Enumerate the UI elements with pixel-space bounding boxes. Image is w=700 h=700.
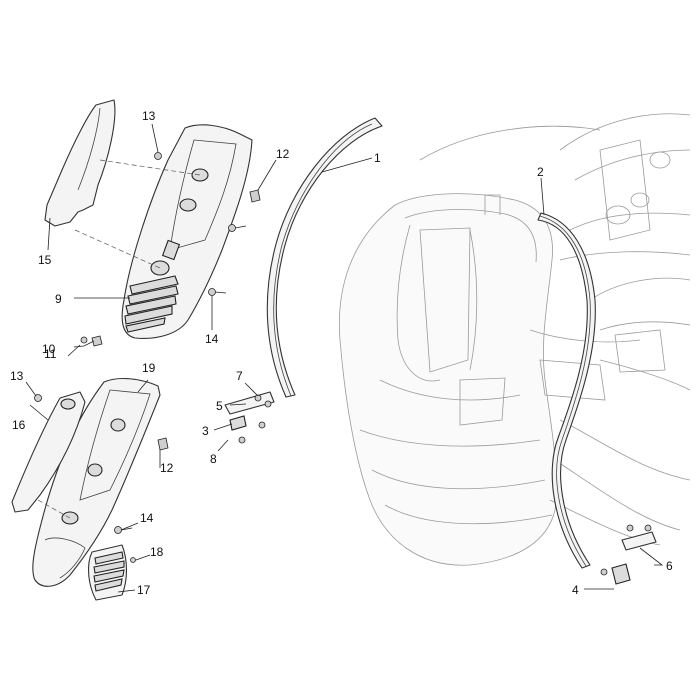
- part-17-lower-grille: [87, 544, 128, 601]
- callout-16: 16: [12, 418, 26, 432]
- callout-17: 17: [137, 583, 151, 597]
- part-2-right-edge-trim: [537, 212, 596, 569]
- part-15-upper-cover: [44, 99, 116, 227]
- hardware-screws: [34, 152, 657, 585]
- callout-5: 5: [216, 399, 223, 413]
- callout-15: 15: [38, 253, 52, 267]
- part-1-left-edge-trim: [266, 117, 383, 398]
- callout-19: 19: [142, 361, 156, 375]
- callout-13-upper: 13: [142, 109, 156, 123]
- callout-14-upper: 14: [205, 332, 219, 346]
- part-16-lower-cover: [11, 391, 86, 513]
- callout-7: 7: [236, 369, 243, 383]
- callout-6: 6: [666, 559, 673, 573]
- callout-2: 2: [537, 165, 544, 179]
- callout-labels: 1 2 3 4 5 6 7 8 9 10 11 12 12 13 13 14 1…: [10, 109, 673, 597]
- callout-leaders: [25, 123, 664, 593]
- callout-11: 11: [44, 347, 57, 361]
- callout-12-upper: 12: [276, 147, 290, 161]
- callout-9: 9: [55, 292, 62, 306]
- callout-3: 3: [202, 424, 209, 438]
- callout-1: 1: [374, 151, 381, 165]
- callout-12-lower: 12: [160, 461, 174, 475]
- callout-18: 18: [150, 545, 164, 559]
- callout-4: 4: [572, 583, 579, 597]
- part-9-upper-panel: [121, 124, 253, 339]
- callout-10: 10: [42, 342, 56, 356]
- part-9-grille: [124, 275, 179, 333]
- callout-8: 8: [210, 452, 217, 466]
- callout-14-lower: 14: [140, 511, 154, 525]
- scooter-front-shield: [339, 113, 691, 566]
- callout-13-lower: 13: [10, 369, 24, 383]
